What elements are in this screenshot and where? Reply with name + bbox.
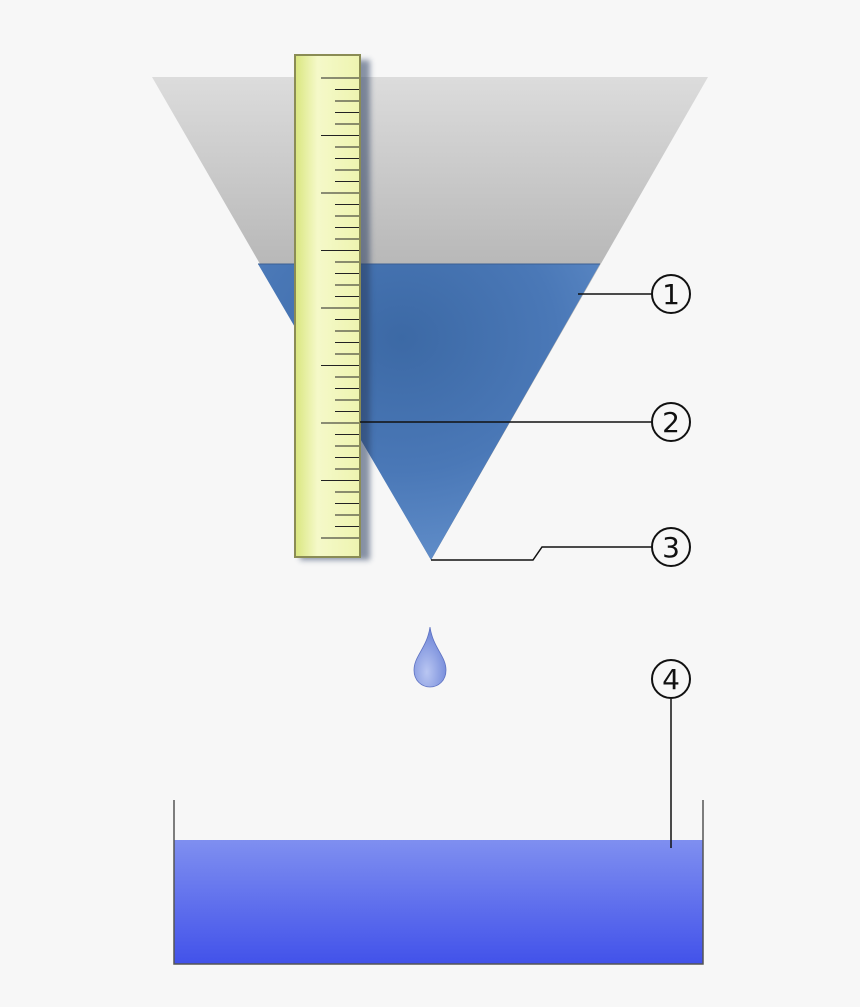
callout-3-circle xyxy=(651,527,691,567)
basin-water xyxy=(174,840,703,964)
basin-icon xyxy=(173,800,704,965)
callout-4-circle xyxy=(651,659,691,699)
callout-3-number: 3 xyxy=(662,531,680,564)
callout-1-circle xyxy=(651,274,691,314)
callout-1: 1 xyxy=(651,274,691,314)
callout-3-leader xyxy=(431,546,652,561)
ruler-icon xyxy=(294,54,370,560)
callout-4: 4 xyxy=(651,659,691,699)
callout-2-circle xyxy=(651,402,691,442)
callout-3: 3 xyxy=(651,527,691,567)
callout-4-number: 4 xyxy=(662,663,680,696)
callout-2: 2 xyxy=(651,402,691,442)
water-drop-icon xyxy=(413,626,447,688)
basin-outline xyxy=(173,800,704,965)
funnel-icon xyxy=(152,77,708,560)
ruler-body xyxy=(294,54,361,558)
callout-2-number: 2 xyxy=(662,406,680,439)
ruler-ticks xyxy=(321,77,359,539)
callout-1-number: 1 xyxy=(662,278,680,311)
